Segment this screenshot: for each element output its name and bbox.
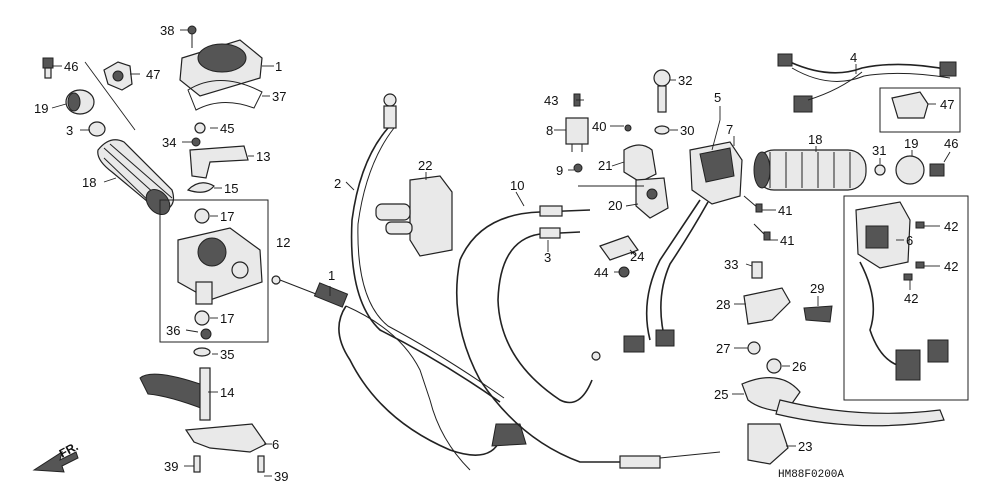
throttle-housing-12 <box>177 227 263 305</box>
callout-42: 42 <box>904 291 918 306</box>
callout-21: 21 <box>598 158 612 173</box>
callout-46: 46 <box>64 59 78 74</box>
callout-23: 23 <box>798 439 812 454</box>
direction-arrow: FR. <box>32 439 80 473</box>
callout-30: 30 <box>680 123 694 138</box>
harness-4 <box>777 53 957 113</box>
lever-bracket-25 <box>741 377 945 427</box>
callout-17: 17 <box>220 311 234 326</box>
callout-18: 18 <box>808 132 822 147</box>
grip-18-right <box>753 149 867 191</box>
callout-15: 15 <box>224 181 238 196</box>
leader-lines <box>51 29 951 477</box>
callout-9: 9 <box>556 163 563 178</box>
callout-4: 4 <box>850 50 857 65</box>
callout-12: 12 <box>276 235 290 250</box>
lever-14 <box>139 367 211 421</box>
callout-39: 39 <box>164 459 178 474</box>
callout-42: 42 <box>944 219 958 234</box>
cable-2 <box>350 93 505 403</box>
callout-46: 46 <box>944 136 958 151</box>
callout-1: 1 <box>275 59 282 74</box>
switch-8 <box>565 117 589 152</box>
switch-20 <box>635 177 669 219</box>
callout-42: 42 <box>944 259 958 274</box>
grip-18-left <box>97 139 175 216</box>
collar-3-left <box>88 121 106 137</box>
callout-19: 19 <box>34 101 48 116</box>
cable-1 <box>271 275 527 471</box>
callout-3: 3 <box>544 250 551 265</box>
callout-32: 32 <box>678 73 692 88</box>
callout-3: 3 <box>66 123 73 138</box>
bracket-47-left <box>103 61 133 91</box>
switch-housing-7 <box>689 141 743 205</box>
callout-33: 33 <box>724 257 738 272</box>
callout-47: 47 <box>940 97 954 112</box>
callout-37: 37 <box>272 89 286 104</box>
callout-43: 43 <box>544 93 558 108</box>
callout-8: 8 <box>546 123 553 138</box>
callout-45: 45 <box>220 121 234 136</box>
callout-40: 40 <box>592 119 606 134</box>
callout-20: 20 <box>608 198 622 213</box>
callout-18: 18 <box>82 175 96 190</box>
callout-labels: 1 1 2 3 3 4 5 6 6 7 8 9 10 12 13 14 15 1… <box>34 23 958 484</box>
cable-10 <box>455 205 721 469</box>
callout-41: 41 <box>778 203 792 218</box>
callout-28: 28 <box>716 297 730 312</box>
callout-31: 31 <box>872 143 886 158</box>
callout-10: 10 <box>510 178 524 193</box>
callout-36: 36 <box>166 323 180 338</box>
callout-5: 5 <box>714 90 721 105</box>
callout-25: 25 <box>714 387 728 402</box>
callout-29: 29 <box>810 281 824 296</box>
callout-35: 35 <box>220 347 234 362</box>
callout-7: 7 <box>726 122 733 137</box>
clamp-23 <box>747 423 789 465</box>
switch-housing-6 <box>855 201 911 269</box>
callout-14: 14 <box>220 385 234 400</box>
callout-27: 27 <box>716 341 730 356</box>
callout-1: 1 <box>328 268 335 283</box>
cable-3 <box>497 227 601 404</box>
callout-44: 44 <box>594 265 608 280</box>
callout-17: 17 <box>220 209 234 224</box>
callout-47: 47 <box>146 67 160 82</box>
callout-41: 41 <box>780 233 794 248</box>
callout-19: 19 <box>904 136 918 151</box>
callout-24: 24 <box>630 249 644 264</box>
switch-21 <box>623 124 657 183</box>
bolt-46-left <box>42 57 54 79</box>
callout-38: 38 <box>160 23 174 38</box>
diagram-code: HM88F0200A <box>778 469 844 481</box>
holder-28 <box>743 287 791 325</box>
callout-26: 26 <box>792 359 806 374</box>
callout-22: 22 <box>418 158 432 173</box>
callout-2: 2 <box>334 176 341 191</box>
callout-39: 39 <box>274 469 288 484</box>
cover-22 <box>375 175 453 257</box>
callout-6: 6 <box>272 437 279 452</box>
switch-cover-top <box>179 39 263 97</box>
callout-13: 13 <box>256 149 270 164</box>
callout-34: 34 <box>162 135 176 150</box>
callout-6: 6 <box>906 233 913 248</box>
end-weight-19-left <box>65 89 95 115</box>
